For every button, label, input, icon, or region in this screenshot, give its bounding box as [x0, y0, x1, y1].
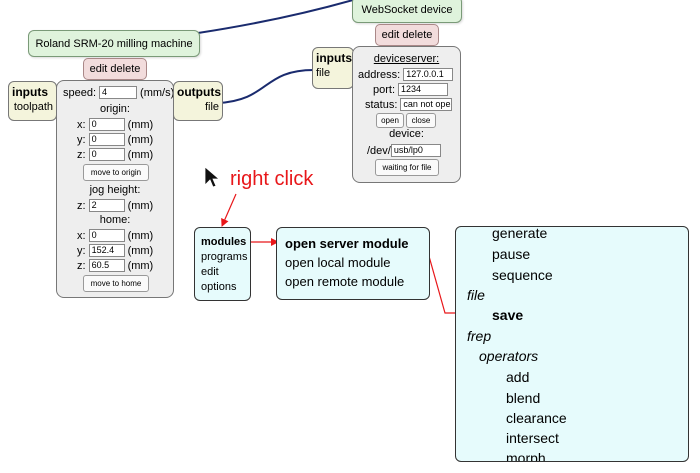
module-item-pause[interactable]: pause — [492, 246, 531, 262]
close-button[interactable]: close — [406, 113, 436, 128]
jog-z-unit: (mm) — [127, 199, 154, 212]
origin-z-input[interactable]: 0 — [88, 148, 125, 161]
speed-unit: (mm/s) — [140, 86, 175, 99]
origin-z-label: z: — [77, 148, 86, 161]
context-menu-item-modules[interactable]: modules — [201, 236, 247, 248]
milling-edit-button[interactable]: edit — [89, 63, 108, 75]
milling-machine-title[interactable]: Roland SRM-20 milling machine — [28, 30, 200, 57]
jog-height-label: jog height: — [89, 184, 141, 196]
modules-submenu: open server module open local module ope… — [276, 227, 430, 300]
module-category-file: file — [467, 287, 485, 303]
milling-delete-button[interactable]: delete — [110, 63, 141, 75]
jog-z-input[interactable]: 2 — [88, 199, 125, 212]
home-z-input[interactable]: 60.5 — [88, 259, 125, 272]
origin-z-unit: (mm) — [127, 148, 154, 161]
context-menu-item-programs[interactable]: programs — [201, 251, 248, 263]
dev-prefix: /dev/ — [367, 144, 391, 157]
waiting-for-file-button[interactable]: waiting for file — [375, 159, 439, 176]
milling-edit-delete: edit delete — [83, 58, 147, 80]
milling-machine-title-text: Roland SRM-20 milling machine — [35, 37, 193, 50]
ws-device-title[interactable]: WebSocket device — [352, 0, 462, 23]
milling-output-port-file[interactable]: file — [204, 101, 219, 113]
status-label: status: — [365, 98, 398, 111]
move-to-home-button[interactable]: move to home — [83, 275, 149, 292]
origin-x-label: x: — [77, 118, 86, 131]
jog-z-label: z: — [77, 199, 86, 212]
origin-y-label: y: — [77, 133, 86, 146]
origin-y-unit: (mm) — [127, 133, 154, 146]
module-item-sequence[interactable]: sequence — [492, 267, 553, 283]
deviceserver-heading: deviceserver: — [373, 53, 440, 65]
module-list: generate pause sequence file save frep o… — [455, 226, 689, 462]
module-item-morph[interactable]: morph — [506, 450, 546, 462]
arrow-to-modules — [221, 193, 237, 227]
home-y-label: y: — [77, 244, 86, 257]
milling-outputs-box: outputs file — [173, 81, 223, 121]
home-label: home: — [99, 214, 131, 226]
ws-input-port-file[interactable]: file — [316, 67, 331, 79]
milling-inputs-box: inputs toolpath — [8, 81, 57, 121]
milling-input-port-toolpath[interactable]: toolpath — [13, 101, 53, 113]
wire-ws-top — [197, 0, 354, 34]
module-category-operators: operators — [479, 348, 539, 364]
speed-input[interactable]: 4 — [99, 86, 138, 99]
home-y-input[interactable]: 152.4 — [88, 244, 125, 257]
speed-label: speed: — [63, 86, 97, 99]
ws-panel: deviceserver: address: 127.0.0.1 port: 1… — [352, 46, 461, 183]
milling-inputs-title: inputs — [12, 85, 48, 99]
address-label: address: — [358, 68, 401, 81]
module-item-save[interactable]: save — [492, 307, 524, 323]
ws-delete-button[interactable]: delete — [402, 29, 433, 41]
status-field: can not open — [400, 98, 453, 111]
origin-x-input[interactable]: 0 — [88, 118, 125, 131]
module-category-frep: frep — [467, 328, 492, 344]
wire-file-to-file — [217, 69, 315, 104]
milling-panel: speed: 4 (mm/s) origin: x: 0 (mm) y: 0 (… — [56, 80, 174, 298]
ws-device-title-text: WebSocket device — [361, 3, 453, 16]
module-item-clearance[interactable]: clearance — [506, 410, 567, 426]
module-item-add[interactable]: add — [506, 369, 530, 385]
address-input[interactable]: 127.0.0.1 — [403, 68, 454, 81]
submenu-item-open-remote-module[interactable]: open remote module — [285, 274, 405, 289]
move-to-origin-button[interactable]: move to origin — [83, 164, 149, 181]
module-item-blend[interactable]: blend — [506, 390, 541, 406]
module-item-generate[interactable]: generate — [492, 226, 548, 241]
submenu-item-open-server-module[interactable]: open server module — [285, 236, 409, 251]
module-item-intersect[interactable]: intersect — [506, 430, 559, 446]
ws-inputs-title: inputs — [316, 51, 352, 65]
ws-edit-delete: edit delete — [375, 24, 439, 46]
origin-y-input[interactable]: 0 — [88, 133, 125, 146]
home-z-label: z: — [77, 259, 86, 272]
ws-edit-button[interactable]: edit — [381, 29, 400, 41]
context-menu-item-options[interactable]: options — [201, 281, 237, 293]
milling-outputs-title: outputs — [177, 85, 221, 99]
mouse-cursor-icon — [204, 166, 220, 188]
context-menu: modules programs edit options — [194, 227, 251, 301]
open-button[interactable]: open — [376, 113, 404, 128]
origin-x-unit: (mm) — [127, 118, 154, 131]
device-label: device: — [389, 128, 424, 140]
home-z-unit: (mm) — [127, 259, 154, 272]
home-x-label: x: — [77, 229, 86, 242]
right-click-annotation: right click — [230, 168, 314, 190]
port-input[interactable]: 1234 — [398, 83, 449, 96]
home-x-input[interactable]: 0 — [88, 229, 125, 242]
port-label: port: — [373, 83, 396, 96]
origin-label: origin: — [100, 103, 130, 115]
home-y-unit: (mm) — [127, 244, 154, 257]
ws-inputs-box: inputs file — [312, 47, 354, 89]
home-x-unit: (mm) — [127, 229, 154, 242]
submenu-item-open-local-module[interactable]: open local module — [285, 255, 391, 270]
device-input[interactable]: usb/lp0 — [390, 144, 441, 157]
context-menu-item-edit[interactable]: edit — [201, 266, 219, 278]
